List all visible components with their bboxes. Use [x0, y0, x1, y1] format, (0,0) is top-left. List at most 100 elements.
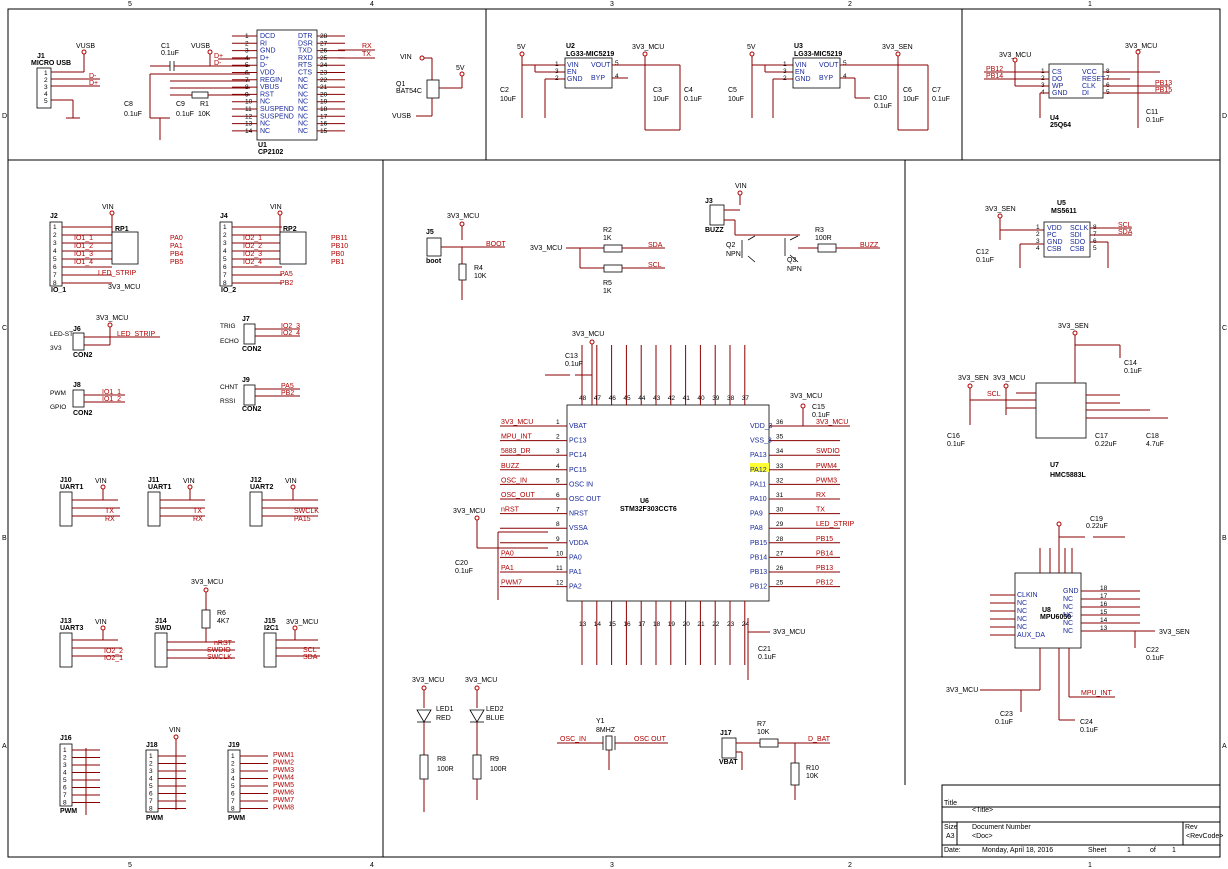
grid-col-1-bottom: 1: [1088, 862, 1092, 869]
u1-left-pin-number: 13: [245, 121, 253, 128]
u8-right-pin-name: NC: [1063, 596, 1073, 603]
mcu-left-pin-name: OSC OUT: [569, 496, 602, 503]
pwm-pin-number: 1: [63, 747, 67, 754]
mcu-right-pin-name: PA13: [750, 452, 767, 459]
mcu-right-pin-name: PB14: [750, 554, 767, 561]
r7-ref: R7: [757, 721, 766, 728]
mcu-right-pin-number: 33: [776, 463, 784, 470]
u8-left-pin-name: CLKIN: [1017, 592, 1038, 599]
title-value: <Title>: [972, 807, 993, 814]
reg1-c4: C4: [684, 87, 693, 94]
u8-left-pin-name: AUX_DA: [1017, 632, 1045, 639]
vusb-net-2: VUSB: [191, 43, 210, 50]
osc-in-net: OSC_IN: [560, 736, 586, 743]
j10-vin: VIN: [95, 478, 107, 485]
mcu-right-pin-number: 30: [776, 507, 784, 514]
c21-val: 0.1uF: [758, 654, 776, 661]
u1-right-pin-number: 28: [320, 33, 328, 40]
mcu-right-pin-number: 28: [776, 536, 784, 543]
mcu-left-pin-name: VDDA: [569, 540, 589, 547]
u1-left-pin-number: 8: [245, 84, 249, 91]
j2-body: [49, 221, 63, 287]
pwm-pin-number: 6: [63, 785, 67, 792]
flash-net-pb15: PB15: [1155, 87, 1172, 94]
rp1-out-3: PB4: [170, 251, 183, 258]
c1-val: 0.1uF: [161, 50, 179, 57]
pwm-pin-number: 6: [149, 791, 153, 798]
c19-val: 0.22uF: [1086, 523, 1108, 530]
j8-net-2: IO1_2: [102, 396, 121, 403]
header-pin-number: 4: [53, 248, 57, 255]
j15-3v3: 3V3_MCU: [286, 619, 318, 626]
pwm-net-label: PWM7: [273, 797, 294, 804]
u1-right-pin-number: 23: [320, 70, 328, 77]
q2-ref: Q2: [726, 242, 735, 249]
flash-vcc-left: 3V3_MCU: [999, 52, 1031, 59]
reg2-c10: C10: [874, 95, 887, 102]
mcu-left-pin-number: 4: [556, 463, 560, 470]
rp2-out-3: PB0: [331, 251, 344, 258]
j5-ref: J5: [426, 229, 434, 236]
c17-val: 0.22uF: [1095, 441, 1117, 448]
mcu-left-net: 3V3_MCU: [501, 419, 533, 426]
y1-ref: Y1: [596, 718, 605, 725]
u1-left-pin-number: 1: [245, 33, 249, 40]
r2-body: [603, 244, 623, 253]
c20-ref: C20: [455, 560, 468, 567]
pwm-pin-number: 5: [63, 777, 67, 784]
docnum-value: <Doc>: [972, 833, 993, 840]
buzz-vin: VIN: [735, 183, 747, 190]
u1-left-pin-name: D+: [260, 55, 269, 62]
header-pin-number: 1: [53, 224, 57, 231]
boot-scl: SCL: [648, 262, 662, 269]
u1-left-pin-number: 12: [245, 113, 253, 120]
reg1-out: 3V3_MCU: [632, 44, 664, 51]
c16-val: 0.1uF: [947, 441, 965, 448]
j12-net-2: PA15: [294, 516, 311, 523]
boot-section: 3V3_MCU J5 boot BOOT R4 10K 3V3_MCU R2 1…: [426, 213, 665, 300]
header-pin-number: 4: [223, 248, 227, 255]
u4-right-pin-name: CLK: [1082, 83, 1096, 90]
u1-left-pin-number: 4: [245, 55, 249, 62]
j7-name: CON2: [242, 346, 262, 353]
mcu-right-pin-name: PA8: [750, 525, 763, 532]
j18-ref: J18: [146, 742, 158, 749]
mcu-bottom-pin-number: 23: [727, 621, 735, 628]
u2-ref: U2: [566, 43, 575, 50]
j4-pa5: PA5: [280, 271, 293, 278]
j3-ref: J3: [705, 198, 713, 205]
c12-ref: C12: [976, 249, 989, 256]
j2-net-2: IO1_2: [74, 243, 93, 250]
reg2-c7: C7: [932, 87, 941, 94]
mcu-top-pin-number: 42: [668, 395, 676, 402]
r10-body: [790, 762, 800, 786]
reg-left-pin-number: 1: [555, 61, 559, 68]
r9-ref: R9: [490, 756, 499, 763]
c23-ref: C23: [1000, 711, 1013, 718]
r5-ref: R5: [603, 280, 612, 287]
u6-name: STM32F303CCT6: [620, 506, 677, 513]
title-block: Title <Title> Size A3 Document Number <D…: [941, 784, 1223, 858]
u1-right-pin-name: NC: [298, 128, 308, 135]
pwm-pin-number: 5: [149, 783, 153, 790]
q1-5v-net: 5V: [456, 65, 465, 72]
u4-left-pin-name: CS: [1052, 69, 1062, 76]
pwm-net-label: PWM3: [273, 767, 294, 774]
u1-left-pin-name: NC: [260, 99, 270, 106]
u8-right-pin-number: 16: [1100, 601, 1108, 608]
u1-right-pin-name: NC: [298, 121, 308, 128]
u8-right-pin-name: NC: [1063, 612, 1073, 619]
j2-name: IO_1: [51, 287, 66, 294]
j11-body: [147, 491, 161, 527]
j6-label-1: LED-ST: [50, 331, 73, 338]
boot-pullup-3v3: 3V3_MCU: [530, 245, 562, 252]
mcu-left-net: 5883_DR: [501, 448, 531, 455]
mcu-left-pin-name: VBAT: [569, 423, 587, 430]
j11-ref: J11: [148, 477, 159, 484]
r1-ref: R1: [200, 101, 209, 108]
mag-left-3v3-mcu: 3V3_MCU: [993, 375, 1025, 382]
header-pin-number: 3: [53, 240, 57, 247]
mcu-right-net: 3V3_MCU: [816, 419, 848, 426]
